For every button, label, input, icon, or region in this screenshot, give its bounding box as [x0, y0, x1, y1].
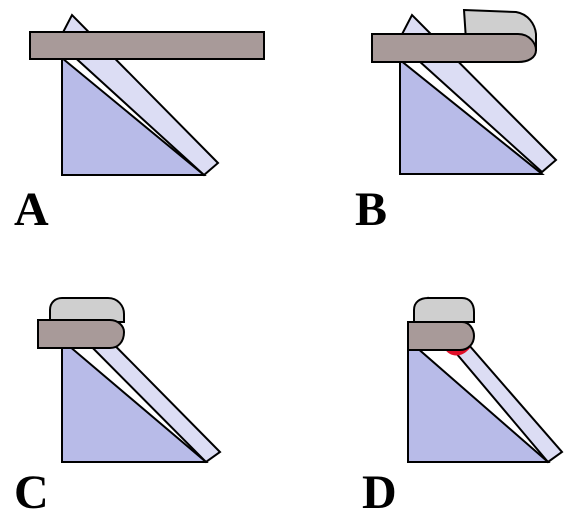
panel-d: D — [362, 296, 564, 515]
panel-label-b: B — [355, 183, 387, 236]
triangular-block — [61, 55, 207, 176]
panel-a: A — [14, 13, 265, 236]
rolled-top — [49, 297, 125, 323]
rolled-strip — [37, 319, 126, 349]
triangular-block — [399, 57, 545, 175]
rolled-top — [413, 297, 475, 323]
triangular-block — [407, 337, 551, 463]
panel-label-c: C — [14, 466, 49, 515]
strip-with-curl — [371, 33, 538, 63]
flat-strip — [29, 31, 265, 60]
panel-label-d: D — [362, 466, 397, 515]
panel-b: B — [355, 8, 558, 236]
panel-c: C — [14, 297, 222, 515]
panel-label-a: A — [14, 183, 49, 236]
triangular-block — [61, 337, 209, 463]
rolled-strip — [407, 321, 476, 351]
